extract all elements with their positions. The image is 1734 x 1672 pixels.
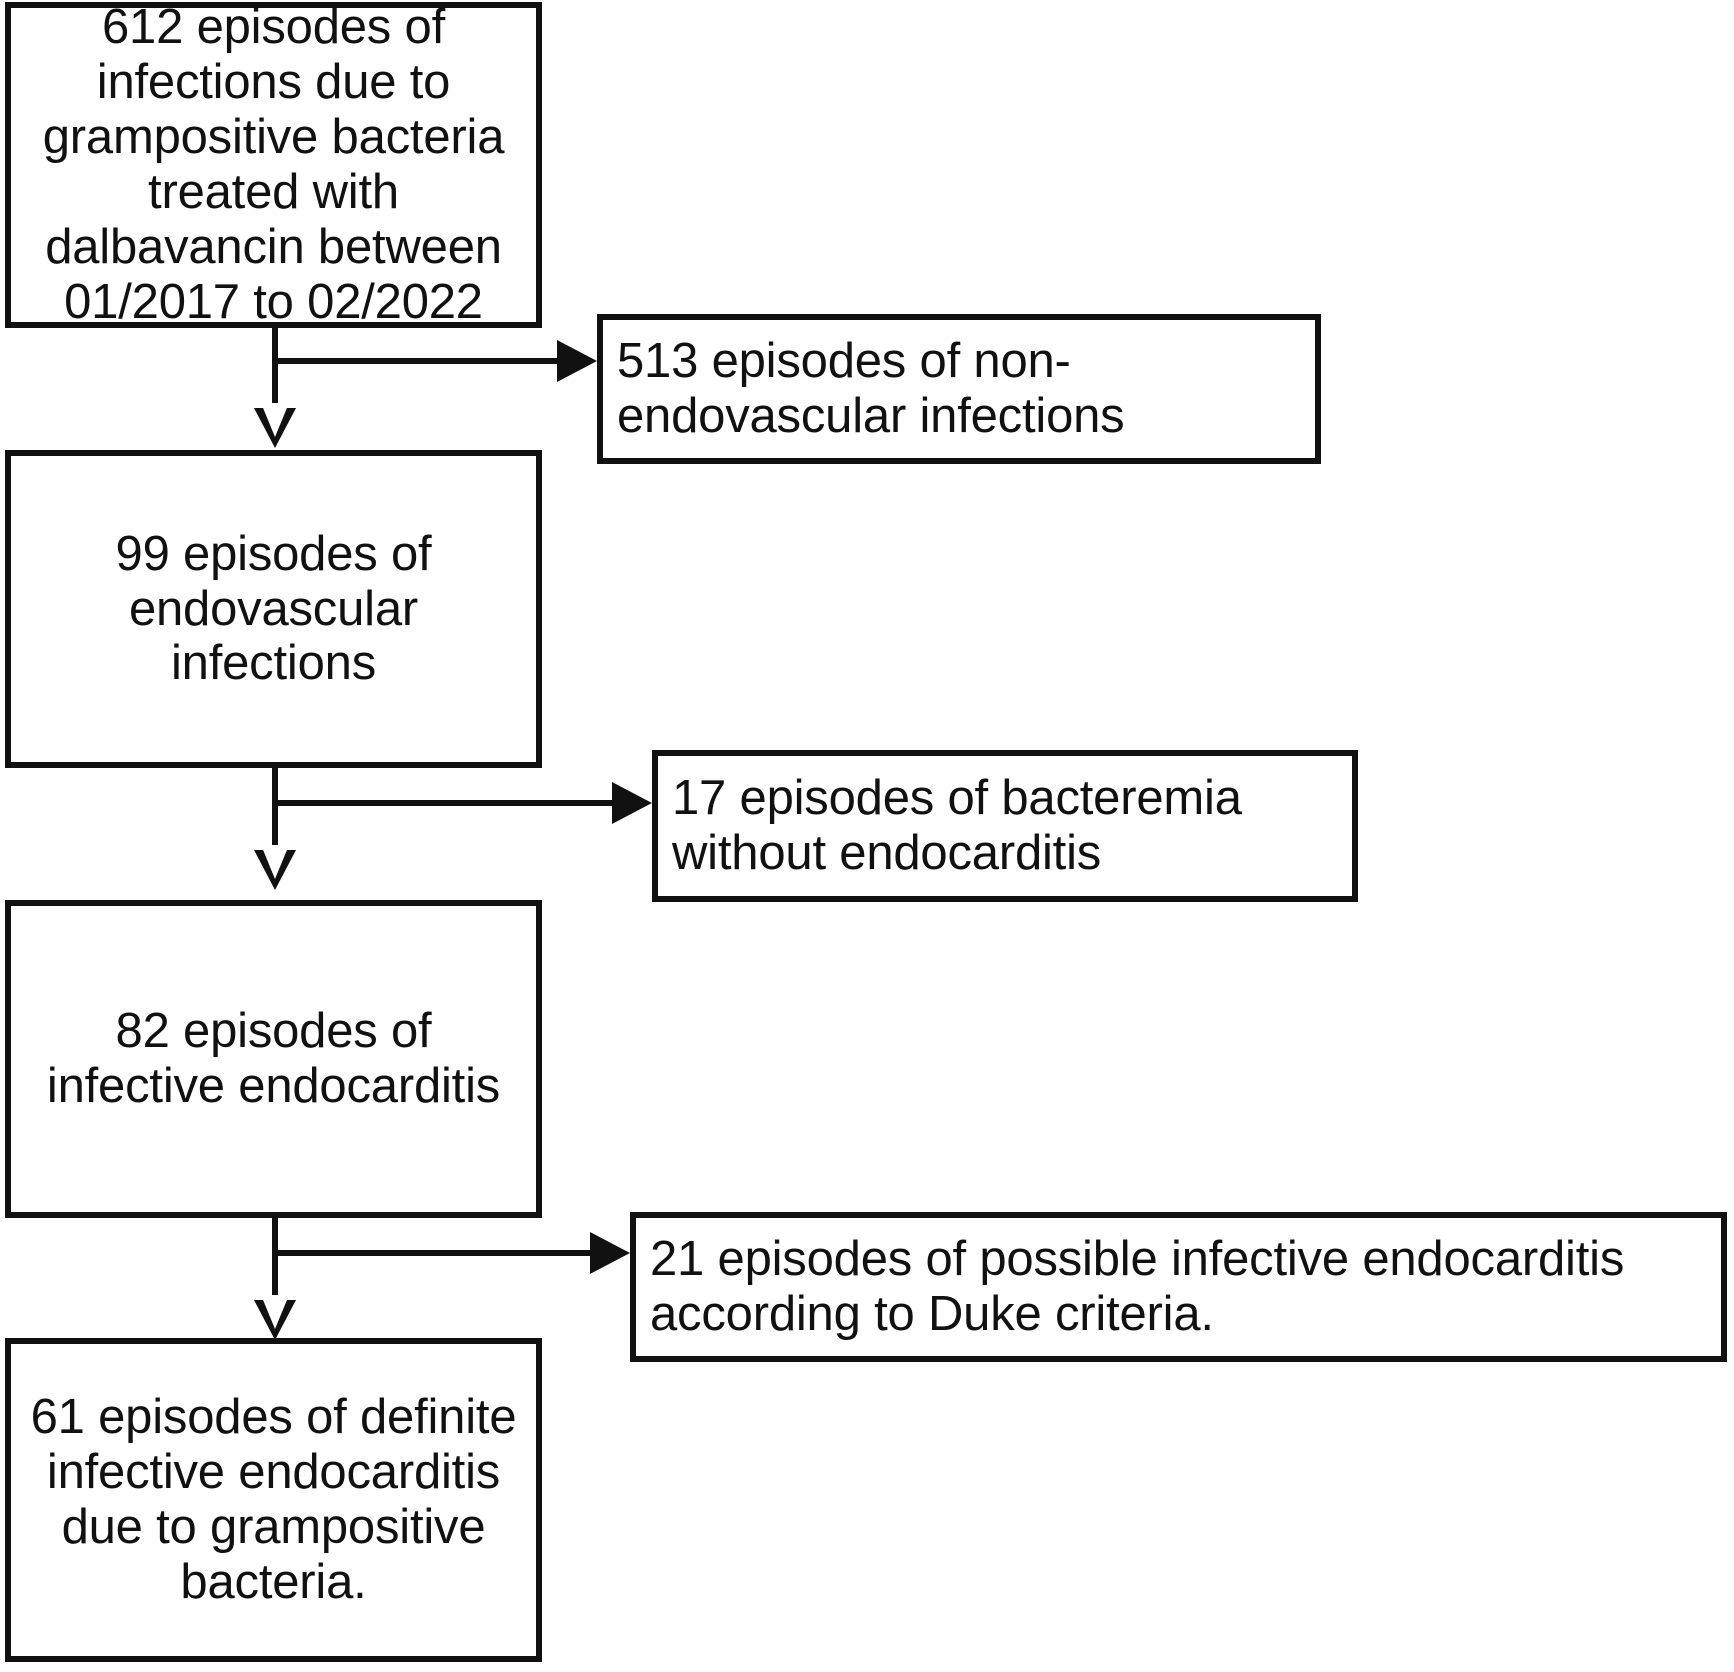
connector-n3-to-x3-arrowhead xyxy=(590,1232,630,1274)
connector-n1-to-n2-arrowhead xyxy=(254,403,296,448)
connector-n1-to-n2-line xyxy=(272,328,278,410)
flow-node-61-episodes[interactable]: 61 episodes of definite infective endoca… xyxy=(5,1338,542,1662)
flow-node-82-episodes-label: 82 episodes of infective endocarditis xyxy=(46,1004,501,1113)
flow-node-513-episodes[interactable]: 513 episodes of non-endovascular infecti… xyxy=(597,314,1321,464)
connector-n2-to-n3-line xyxy=(272,768,278,852)
flow-node-17-episodes-label: 17 episodes of bacteremia without endoca… xyxy=(672,771,1242,880)
flow-node-82-episodes[interactable]: 82 episodes of infective endocarditis xyxy=(5,900,542,1218)
flow-node-513-episodes-label: 513 episodes of non-endovascular infecti… xyxy=(617,334,1125,443)
connector-n3-to-x3-line xyxy=(272,1250,595,1256)
flow-node-612-episodes[interactable]: 612 episodes of infections due to grampo… xyxy=(5,0,542,329)
flow-node-61-episodes-label: 61 episodes of definite infective endoca… xyxy=(30,1390,517,1609)
flow-node-21-episodes[interactable]: 21 episodes of possible infective endoca… xyxy=(630,1212,1727,1362)
connector-n2-to-x2-line xyxy=(272,800,617,806)
connector-n2-to-x2-arrowhead xyxy=(612,782,652,824)
flow-node-612-episodes-label: 612 episodes of infections due to grampo… xyxy=(42,0,505,329)
flow-node-99-episodes-label: 99 episodes of endovascular infections xyxy=(115,526,432,691)
connector-n2-to-n3-arrowhead xyxy=(254,845,296,890)
flow-node-21-episodes-label: 21 episodes of possible infective endoca… xyxy=(650,1232,1625,1341)
connector-n3-to-n4-arrowhead xyxy=(254,1295,296,1340)
connector-n1-to-x1-arrowhead xyxy=(557,340,597,382)
connector-n1-to-x1-line xyxy=(272,358,562,364)
flow-node-99-episodes[interactable]: 99 episodes of endovascular infections xyxy=(5,450,542,768)
flow-node-17-episodes[interactable]: 17 episodes of bacteremia without endoca… xyxy=(652,750,1358,902)
connector-n3-to-n4-line xyxy=(272,1218,278,1302)
